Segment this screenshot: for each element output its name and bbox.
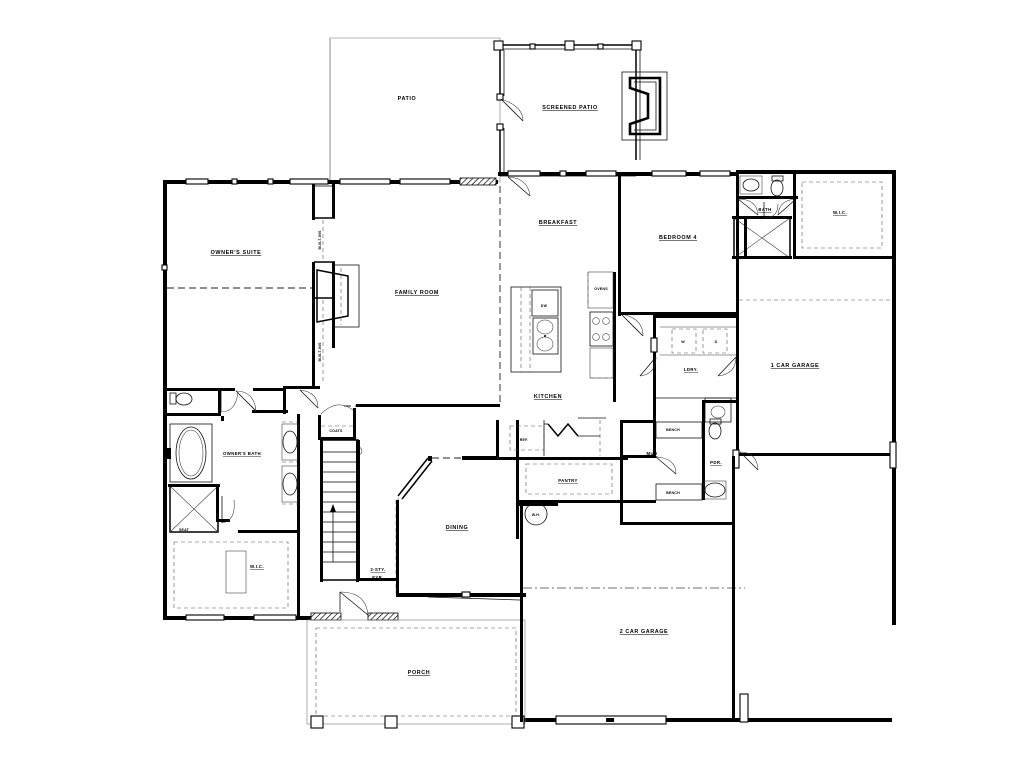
room-label-two-story-foyer: 2-STY. [370,567,385,572]
room-label-owners-bath: OWNER'S BATH [223,451,261,456]
screened-patio-outline [493,40,668,177]
room-label-wic-owners: W.I.C. [250,564,264,569]
room-label-bedroom-4: BEDROOM 4 [659,235,697,241]
fixture-label-refrigerator: REF. [520,438,529,442]
fixture-label-seat: SEAT [179,528,190,532]
breakfast-room: BREAKFAST [507,170,621,316]
owners-bath: SEAT OWNER'S BATH [163,390,300,541]
fixture-label-ovens: OVENS [594,287,608,291]
room-label-laundry: LDRY. [684,367,698,372]
room-label-coats: COATS [329,429,343,433]
one-car-garage: 1 CAR GARAGE [736,256,897,469]
wic-upper: W.I.C. [793,173,892,259]
room-label-kitchen: KITCHEN [534,394,562,400]
owners-suite: BUILT-INS BUILT-INS OWNER'S SUITE [161,178,360,414]
room-label-dining: DINING [446,525,468,531]
fixture-label-water-heater: W.H. [532,513,541,517]
fixture-label-bench-lower: BENCH [666,491,680,495]
laundry-room: W D LDRY. [639,315,739,457]
dining-room: DINING [396,456,526,601]
room-label-owners-suite: OWNER'S SUITE [211,250,262,256]
room-label-mud: MUD [647,451,658,456]
room-label-wic-upper: W.I.C. [833,210,847,215]
room-label-two-story-foyer-line2: FYR. [372,575,383,580]
room-label-powder: PDR. [710,460,722,465]
room-label-breakfast: BREAKFAST [539,220,577,226]
room-label-pantry: PANTRY [558,478,578,483]
room-label-two-car-garage: 2 CAR GARAGE [620,629,669,635]
fixture-label-built-ins-upper: BUILT-INS [318,230,322,250]
room-label-family-room: FAMILY ROOM [395,290,439,296]
bedroom-4: BEDROOM 4 [621,170,792,315]
powder-room: PDR. [702,400,736,500]
kitchen: DW OVENS KITCHEN [510,271,644,402]
room-label-one-car-garage: 1 CAR GARAGE [771,363,820,369]
owners-wic: W.I.C. [163,533,300,621]
patio-outline [329,37,501,183]
fixture-label-washer: W [681,340,685,344]
room-label-porch: PORCH [408,670,430,676]
room-label-screened-patio: SCREENED PATIO [542,105,598,111]
interior-connectors [286,386,500,582]
two-story-foyer: 2-STY. FYR. [310,500,399,621]
two-car-garage: 2 CAR GARAGE [520,456,749,725]
fixture-label-built-ins-lower: BUILT-INS [318,342,322,362]
fixture-label-dryer: D [715,340,718,344]
fixture-label-bench-upper: BENCH [666,428,680,432]
water-closet [163,388,239,416]
room-label-patio: PATIO [398,96,417,102]
fixture-label-dishwasher: DW [541,304,548,308]
room-label-bath: BATH [758,207,771,212]
